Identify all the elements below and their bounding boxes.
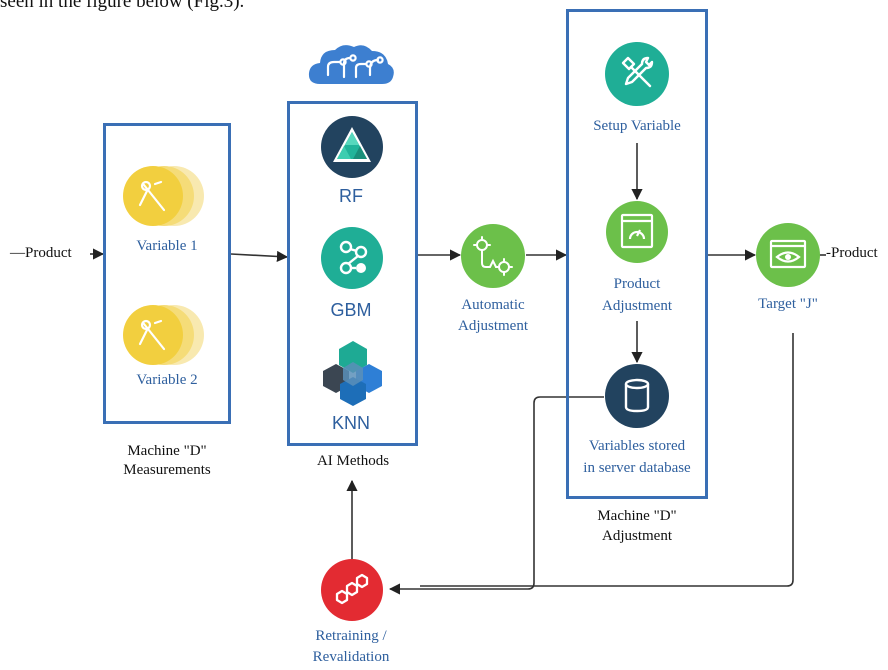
adjustment-group-label-line1: Machine "D"	[597, 508, 677, 524]
measurements-box	[103, 123, 231, 424]
ai-methods-box	[287, 101, 418, 446]
measurements-group-label-line1: Machine "D"	[127, 443, 207, 459]
caliper-icon	[123, 166, 204, 226]
measurements-group-label-line2: Measurements	[123, 462, 211, 478]
tools-icon	[605, 42, 669, 106]
arrow-measurements-to-ai	[230, 250, 289, 263]
retraining-label-line2: Revalidation	[312, 649, 390, 665]
feedback-line-store	[388, 396, 604, 595]
adjustment-box	[566, 9, 708, 499]
random-forest-icon	[321, 116, 383, 178]
adjustment-group-label-line2: Adjustment	[602, 528, 672, 544]
caption-fragment: seen in the figure below (Fig.3).	[0, 0, 245, 12]
target-label: Target "J"	[758, 296, 818, 312]
variables-stored-label-line1: Variables stored	[588, 438, 686, 454]
variable-2-label: Variable 2	[136, 372, 198, 388]
setup-variable-label: Setup Variable	[593, 118, 681, 134]
knn-label: KNN	[331, 413, 371, 433]
knn-icon	[323, 341, 382, 406]
product-adjustment-label-line1: Product	[613, 276, 661, 292]
eye-monitor-icon	[756, 223, 820, 287]
output-product-label: -Product	[826, 245, 878, 261]
retraining-label-line1: Retraining /	[315, 628, 387, 644]
dashboard-gauge-icon	[606, 201, 668, 263]
gbm-label: GBM	[330, 300, 372, 320]
caliper-icon	[123, 305, 204, 365]
feedback-line-target	[420, 333, 794, 587]
product-adjustment-label-line2: Adjustment	[602, 298, 672, 314]
automatic-adjustment-label-line1: Automatic	[461, 297, 525, 313]
input-product-label: —Product	[10, 245, 72, 261]
database-icon	[605, 364, 669, 428]
variables-stored-label-line2: in server database	[583, 460, 691, 476]
retraining-molecule-icon	[321, 559, 383, 621]
automatic-adjustment-label-line2: Adjustment	[458, 318, 528, 334]
ai-methods-label: AI Methods	[316, 453, 390, 469]
cloud-brain-icon	[308, 45, 394, 84]
rf-label: RF	[339, 186, 363, 206]
variable-1-label: Variable 1	[136, 238, 198, 254]
automation-gears-icon	[461, 224, 525, 288]
gradient-boosting-icon	[321, 227, 383, 289]
